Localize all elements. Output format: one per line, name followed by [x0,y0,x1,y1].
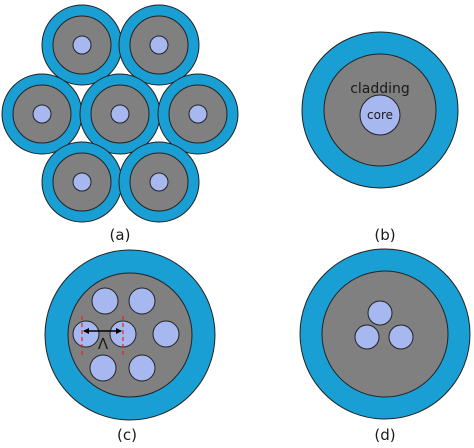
fiber-a6 [41,141,123,223]
panel-a-label: (a) [110,226,131,244]
panel-b-core-label: core [367,108,393,122]
fiber-a4 [79,73,161,155]
panel-d-core-3 [388,324,414,350]
panel-c-pitch-symbol: Λ [98,335,109,353]
panel-a-fiber-bundle [1,4,239,223]
panel-b-label: (b) [374,226,395,244]
fiber-a3 [1,73,83,155]
panel-b-core [359,94,401,136]
panel-c-hole-2 [128,287,156,315]
panel-d-multicore-fiber [299,248,471,420]
fiber-a5 [157,73,239,155]
fiber-a7 [118,141,200,223]
panel-d-cladding [321,270,449,398]
panel-c-hole-3 [72,320,100,348]
panel-d-core-1 [367,300,393,326]
panel-b-single-core-fiber [301,31,459,189]
panel-c-hole-7 [128,354,156,382]
panel-c-hole-1 [91,287,119,315]
fiber-a1 [41,4,123,86]
panel-c-label: (c) [117,426,137,444]
panel-c-hole-6 [89,354,117,382]
panel-c-pitch-marker [81,316,124,356]
panel-c-holey-fiber [44,249,216,421]
panel-c-hole-5 [152,320,180,348]
panel-d-core-2 [354,324,380,350]
panel-b-cladding-label: cladding [350,81,410,97]
panel-d-label: (d) [374,426,395,444]
fiber-a2 [118,4,200,86]
